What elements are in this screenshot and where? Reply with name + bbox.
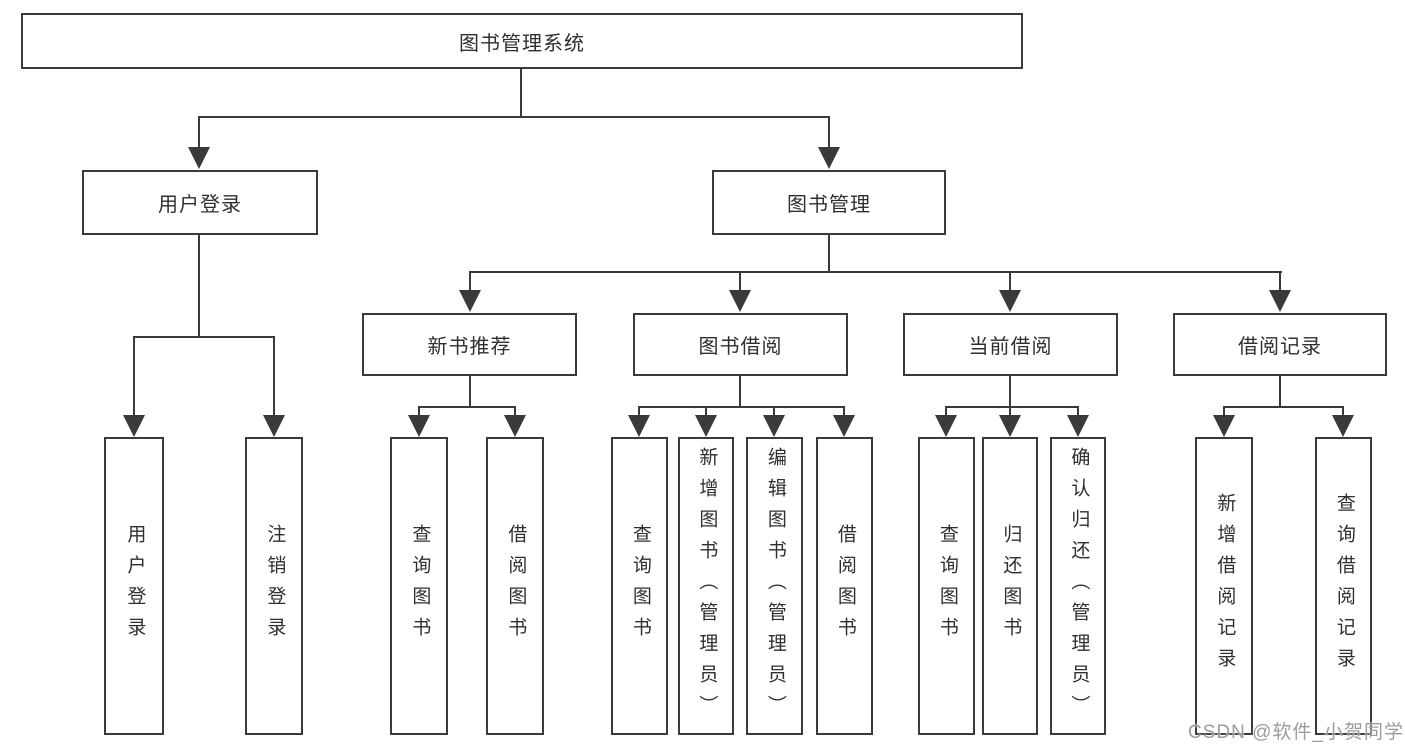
leaf-user-login-label: 用户登录 (124, 524, 146, 648)
node-current-borrowing-label: 当前借阅 (968, 336, 1053, 358)
connector-borrow-stem (739, 376, 741, 407)
arrow-down (1067, 415, 1089, 437)
connector-records-stem (1279, 376, 1281, 407)
connector-newbook-rail (418, 406, 516, 408)
connector-stub (705, 406, 707, 417)
arrow-down (123, 415, 145, 437)
leaf-bb-borrow-book-label: 借阅图书 (834, 524, 856, 648)
arrow-down (695, 415, 717, 437)
connector-to-book-borrowing (739, 271, 741, 292)
leaf-bb-edit-book-admin: 编辑图书（管理员） (746, 437, 803, 735)
leaf-rec-add-borrow-record: 新增借阅记录 (1195, 437, 1253, 735)
connector-records-rail (1223, 406, 1344, 408)
leaf-cb-query-book-label: 查询图书 (936, 524, 958, 648)
connector-stub (945, 406, 947, 417)
leaf-user-login: 用户登录 (104, 437, 164, 735)
connector-to-leaf-logout (273, 336, 275, 417)
arrow-down (1213, 415, 1235, 437)
node-borrowing-records: 借阅记录 (1173, 313, 1387, 376)
connector-newbook-stem (469, 376, 471, 407)
leaf-cb-confirm-return-admin: 确认归还（管理员） (1050, 437, 1106, 735)
connector-current-rail (945, 406, 1079, 408)
arrow-down (1332, 415, 1354, 437)
connector-stub (638, 406, 640, 417)
connector-stub (1077, 406, 1079, 417)
arrow-down (833, 415, 855, 437)
leaf-user-logout: 注销登录 (245, 437, 303, 735)
arrow-down (263, 415, 285, 437)
connector-to-user-login (198, 116, 200, 149)
arrow-down (999, 415, 1021, 437)
arrow-down (628, 415, 650, 437)
node-current-borrowing: 当前借阅 (903, 313, 1118, 376)
leaf-bb-query-book-label: 查询图书 (629, 524, 651, 648)
node-borrowing-records-label: 借阅记录 (1238, 336, 1322, 358)
node-book-management-label: 图书管理 (787, 194, 871, 216)
node-root-label: 图书管理系统 (459, 32, 585, 55)
node-user-login-label: 用户登录 (158, 194, 242, 216)
connector-stub (418, 406, 420, 417)
node-book-management: 图书管理 (712, 170, 946, 235)
node-book-borrowing: 图书借阅 (633, 313, 848, 376)
leaf-nb-query-book: 查询图书 (390, 437, 448, 735)
node-new-book-recommendation: 新书推荐 (362, 313, 577, 376)
connector-to-current-borrowing (1009, 271, 1011, 292)
connector-user-stem (198, 235, 200, 338)
connector-to-leaf-user-login (133, 336, 135, 417)
leaf-bb-borrow-book: 借阅图书 (816, 437, 873, 735)
arrow-down (504, 415, 526, 437)
leaf-nb-query-book-label: 查询图书 (409, 524, 431, 648)
node-book-borrowing-label: 图书借阅 (698, 336, 783, 358)
arrow-down (459, 290, 481, 312)
connector-stub (1342, 406, 1344, 417)
leaf-nb-borrow-book-label: 借阅图书 (505, 524, 527, 648)
leaf-cb-return-book-label: 归还图书 (1000, 524, 1022, 648)
leaf-cb-confirm-return-admin-label: 确认归还（管理员） (1068, 446, 1090, 726)
connector-stub (773, 406, 775, 417)
connector-stub (1009, 406, 1011, 417)
leaf-user-logout-label: 注销登录 (264, 524, 286, 648)
arrow-down (999, 290, 1021, 312)
connector-to-book-management (828, 116, 830, 149)
connector-stub (843, 406, 845, 417)
node-new-book-recommendation-label: 新书推荐 (427, 336, 512, 358)
connector-mgmt-rail (469, 271, 1282, 273)
leaf-rec-query-borrow-record: 查询借阅记录 (1315, 437, 1372, 735)
connector-stub (514, 406, 516, 417)
connector-mgmt-stem (828, 235, 830, 273)
arrow-down (408, 415, 430, 437)
arrow-down (1269, 290, 1291, 312)
leaf-cb-query-book: 查询图书 (918, 437, 975, 735)
leaf-bb-edit-book-admin-label: 编辑图书（管理员） (764, 446, 786, 726)
leaf-bb-query-book: 查询图书 (611, 437, 668, 735)
arrow-down (818, 147, 840, 169)
connector-to-borrowing-records (1279, 271, 1281, 292)
arrow-down (729, 290, 751, 312)
csdn-watermark: CSDN @软件_小贺同学 (1188, 722, 1404, 743)
leaf-bb-add-book-admin: 新增图书（管理员） (678, 437, 734, 735)
connector-current-stem (1009, 376, 1011, 407)
leaf-rec-query-borrow-record-label: 查询借阅记录 (1333, 493, 1355, 679)
node-root: 图书管理系统 (21, 13, 1023, 69)
connector-root-stem (520, 69, 522, 118)
connector-stub (1223, 406, 1225, 417)
leaf-nb-borrow-book: 借阅图书 (486, 437, 544, 735)
leaf-rec-add-borrow-record-label: 新增借阅记录 (1214, 493, 1236, 679)
arrow-down (763, 415, 785, 437)
connector-to-new-book (469, 271, 471, 292)
connector-root-rail (198, 116, 830, 118)
connector-borrow-rail (638, 406, 845, 408)
leaf-bb-add-book-admin-label: 新增图书（管理员） (696, 446, 718, 726)
connector-user-rail (133, 336, 274, 338)
arrow-down (188, 147, 210, 169)
node-user-login: 用户登录 (82, 170, 318, 235)
leaf-cb-return-book: 归还图书 (982, 437, 1038, 735)
arrow-down (935, 415, 957, 437)
